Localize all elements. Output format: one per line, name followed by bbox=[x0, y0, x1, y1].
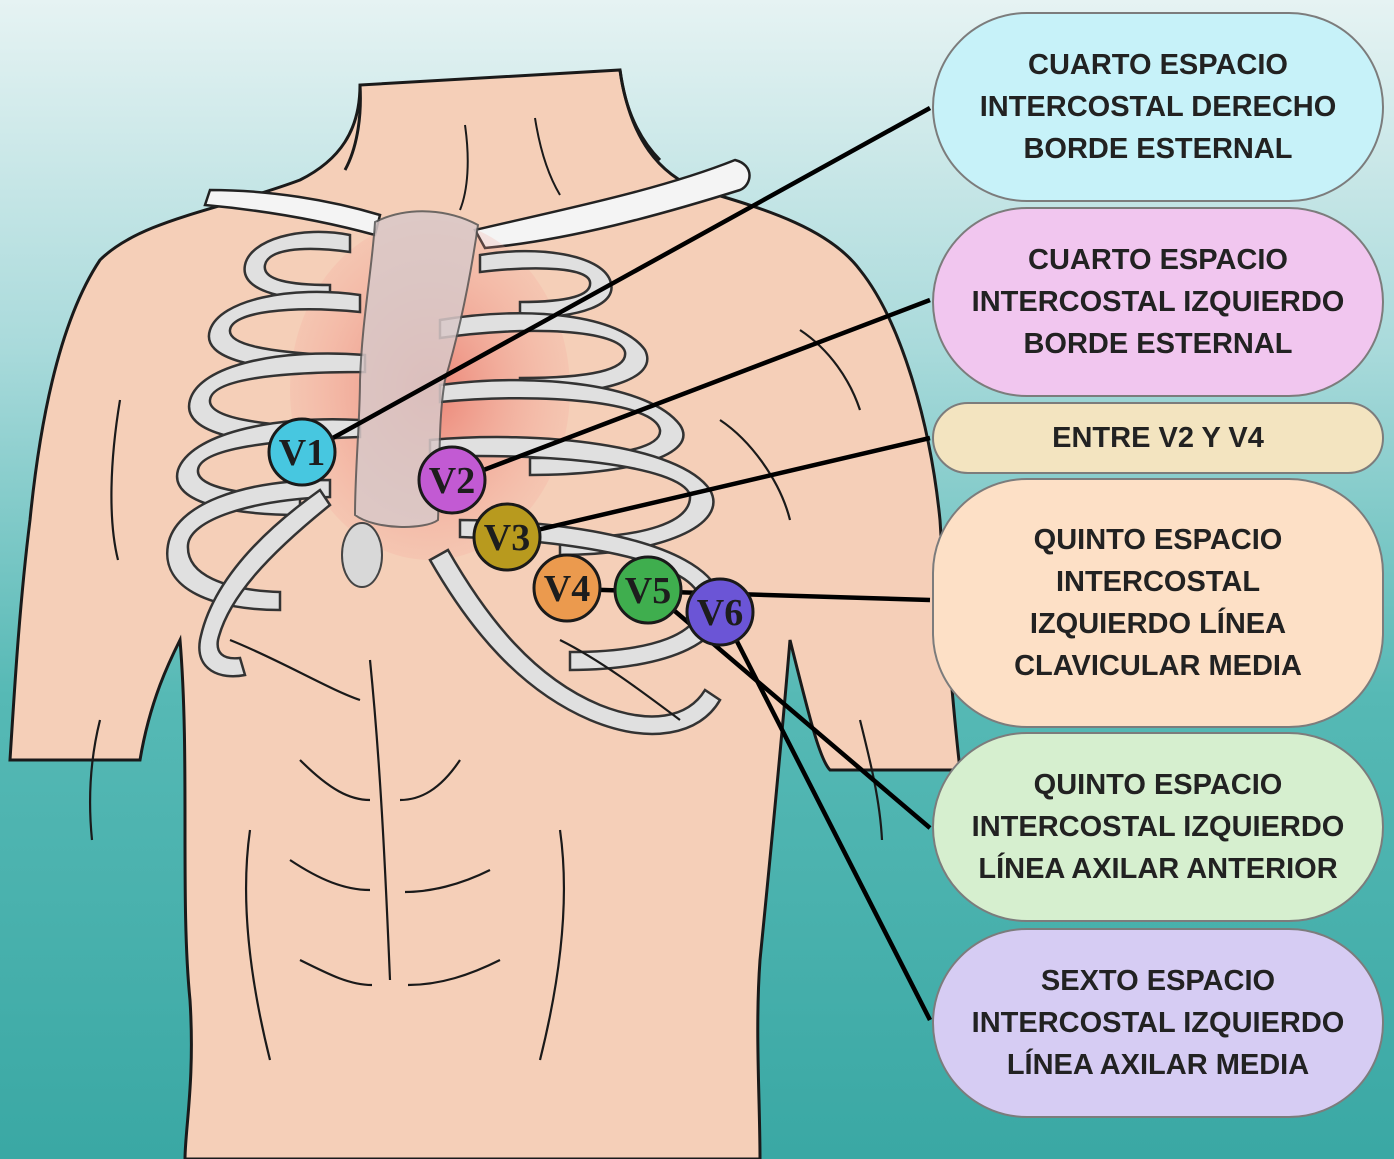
electrode-v6-circle bbox=[685, 577, 755, 647]
label-v4: QUINTO ESPACIO INTERCOSTAL IZQUIERDO LÍN… bbox=[932, 478, 1384, 728]
electrode-v1-label: V1 bbox=[279, 432, 325, 474]
label-v2-text: CUARTO ESPACIO INTERCOSTAL IZQUIERDO BOR… bbox=[971, 244, 1345, 360]
electrode-v4-label: V4 bbox=[544, 568, 590, 610]
leader-lines bbox=[300, 106, 933, 1022]
label-v1-text: CUARTO ESPACIO INTERCOSTAL DERECHO BORDE… bbox=[979, 49, 1337, 165]
label-v3: ENTRE V2 Y V4 bbox=[932, 402, 1384, 474]
electrode-v5-circle bbox=[613, 555, 683, 625]
label-v4-text: QUINTO ESPACIO INTERCOSTAL IZQUIERDO LÍN… bbox=[1014, 524, 1302, 682]
electrode-v2: V2 bbox=[417, 445, 487, 515]
electrode-v1-circle bbox=[267, 417, 337, 487]
electrode-v3: V3 bbox=[472, 502, 542, 572]
electrode-v5: V5 bbox=[613, 555, 683, 625]
ribs-left bbox=[165, 230, 367, 678]
label-v6: SEXTO ESPACIO INTERCOSTAL IZQUIERDO LÍNE… bbox=[932, 928, 1384, 1118]
label-v6-text: SEXTO ESPACIO INTERCOSTAL IZQUIERDO LÍNE… bbox=[971, 965, 1345, 1081]
electrode-v4: V4 bbox=[532, 553, 602, 623]
label-v2: CUARTO ESPACIO INTERCOSTAL IZQUIERDO BOR… bbox=[932, 207, 1384, 397]
right-clavicle bbox=[473, 158, 751, 250]
electrode-v2-circle bbox=[417, 445, 487, 515]
electrode-v3-circle bbox=[472, 502, 542, 572]
electrode-v5-label: V5 bbox=[625, 570, 671, 612]
electrode-v4-circle bbox=[532, 553, 602, 623]
electrode-v6: V6 bbox=[685, 577, 755, 647]
label-v5: QUINTO ESPACIO INTERCOSTAL IZQUIERDO LÍN… bbox=[932, 732, 1384, 922]
electrode-v1: V1 bbox=[267, 417, 337, 487]
label-v3-text: ENTRE V2 Y V4 bbox=[1052, 422, 1264, 454]
label-v5-text: QUINTO ESPACIO INTERCOSTAL IZQUIERDO LÍN… bbox=[971, 769, 1345, 885]
sternum bbox=[353, 210, 480, 528]
electrode-v6-label: V6 bbox=[697, 592, 743, 634]
anatomy-lines bbox=[88, 329, 884, 1061]
electrode-v3-label: V3 bbox=[484, 517, 530, 559]
label-v1: CUARTO ESPACIO INTERCOSTAL DERECHO BORDE… bbox=[932, 12, 1384, 202]
electrode-v2-label: V2 bbox=[429, 460, 475, 502]
